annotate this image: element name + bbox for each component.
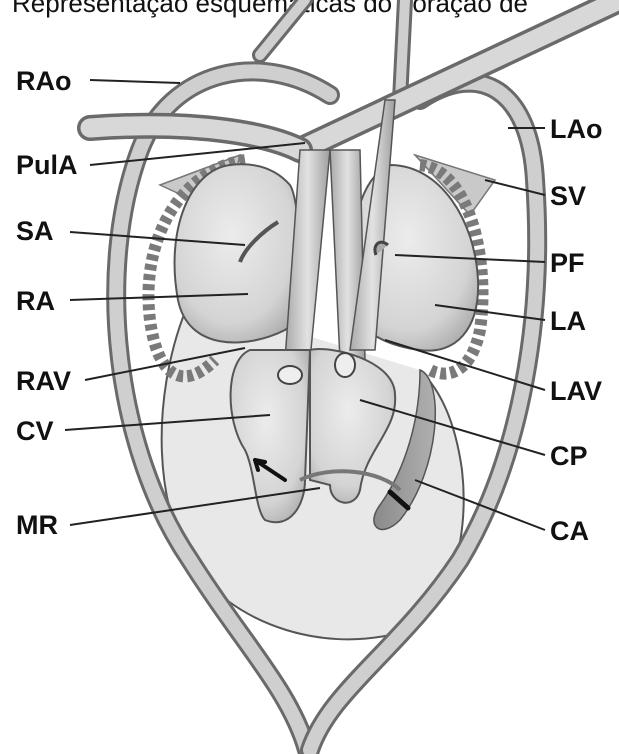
label-mr: MR — [16, 510, 58, 540]
label-la: LA — [550, 306, 586, 336]
valve-left — [278, 366, 302, 384]
right-atrium — [175, 164, 301, 342]
label-pf: PF — [550, 248, 585, 278]
label-sa: SA — [16, 216, 54, 246]
label-ra: RA — [16, 286, 55, 316]
label-ca: CA — [550, 516, 589, 546]
pulmonary-trunk — [285, 150, 330, 360]
label-pula: PulA — [16, 150, 78, 180]
label-sv: SV — [550, 181, 586, 211]
label-rao: RAo — [16, 66, 72, 96]
label-rav: RAV — [16, 366, 71, 396]
label-cp: CP — [550, 441, 588, 471]
valve-right — [335, 353, 355, 377]
label-lao: LAo — [550, 114, 602, 144]
label-lav: LAV — [550, 376, 602, 406]
label-cv: CV — [16, 416, 54, 446]
